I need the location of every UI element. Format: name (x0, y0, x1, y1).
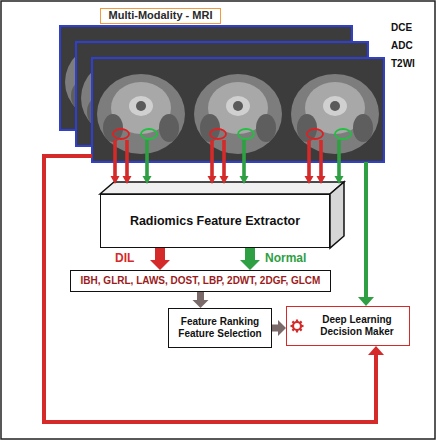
normal-bypass-line (364, 162, 368, 298)
feature-extractor-box: Radiomics Feature Extractor (100, 194, 330, 248)
block-arrow (150, 248, 170, 270)
node-text: Feature Ranking Feature Selection (172, 316, 268, 340)
dil-bypass-line (44, 156, 376, 422)
feature-list-box: IBH, GLRL, LAWS, DOST, LBP, 2DWT, 2DGF, … (70, 270, 331, 292)
gear-tooth (292, 321, 294, 323)
gear-tooth (300, 329, 302, 331)
box-top-face (100, 182, 344, 194)
modality-label: DCE (390, 22, 413, 34)
block-arrow (193, 292, 209, 308)
dil-arrow (317, 140, 326, 184)
node-text: Multi-Modality - MRI (109, 9, 213, 22)
dil-arrow (208, 140, 217, 184)
arrow-label: Normal (264, 251, 307, 265)
normal-bypass-head (358, 297, 374, 306)
normal-arrow (335, 140, 344, 184)
modality-label: ADC (390, 40, 414, 52)
dil-arrow (220, 140, 229, 184)
gear-tooth (296, 320, 298, 323)
block-arrow (240, 248, 260, 270)
normal-arrow (240, 140, 249, 184)
feature-selection-box: Feature Ranking Feature Selection (168, 308, 272, 348)
box-side-face (330, 182, 344, 248)
normal-arrow (143, 140, 152, 184)
node-text: IBH, GLRL, LAWS, DOST, LBP, 2DWT, 2DGF, … (81, 275, 321, 287)
gear-tooth (292, 329, 294, 331)
arrow-label: DIL (114, 251, 135, 265)
modality-title-box: Multi-Modality - MRI (100, 8, 221, 24)
dil-arrow (305, 140, 314, 184)
dil-arrow (123, 140, 132, 184)
block-arrow (272, 320, 286, 336)
node-text: Radiomics Feature Extractor (130, 214, 300, 229)
dil-bypass-head (368, 346, 384, 355)
decision-maker-box: Deep Learning Decision Maker (286, 306, 410, 346)
gear-tooth (301, 325, 304, 327)
gear-tooth (291, 325, 294, 327)
gear-tooth (300, 321, 302, 323)
node-text: Deep Learning Decision Maker (309, 314, 405, 338)
gear-ring (293, 322, 301, 330)
gear-tooth (296, 330, 298, 333)
modality-label: T2WI (390, 58, 416, 70)
dil-arrow (111, 140, 120, 184)
gear-icon (291, 320, 304, 333)
